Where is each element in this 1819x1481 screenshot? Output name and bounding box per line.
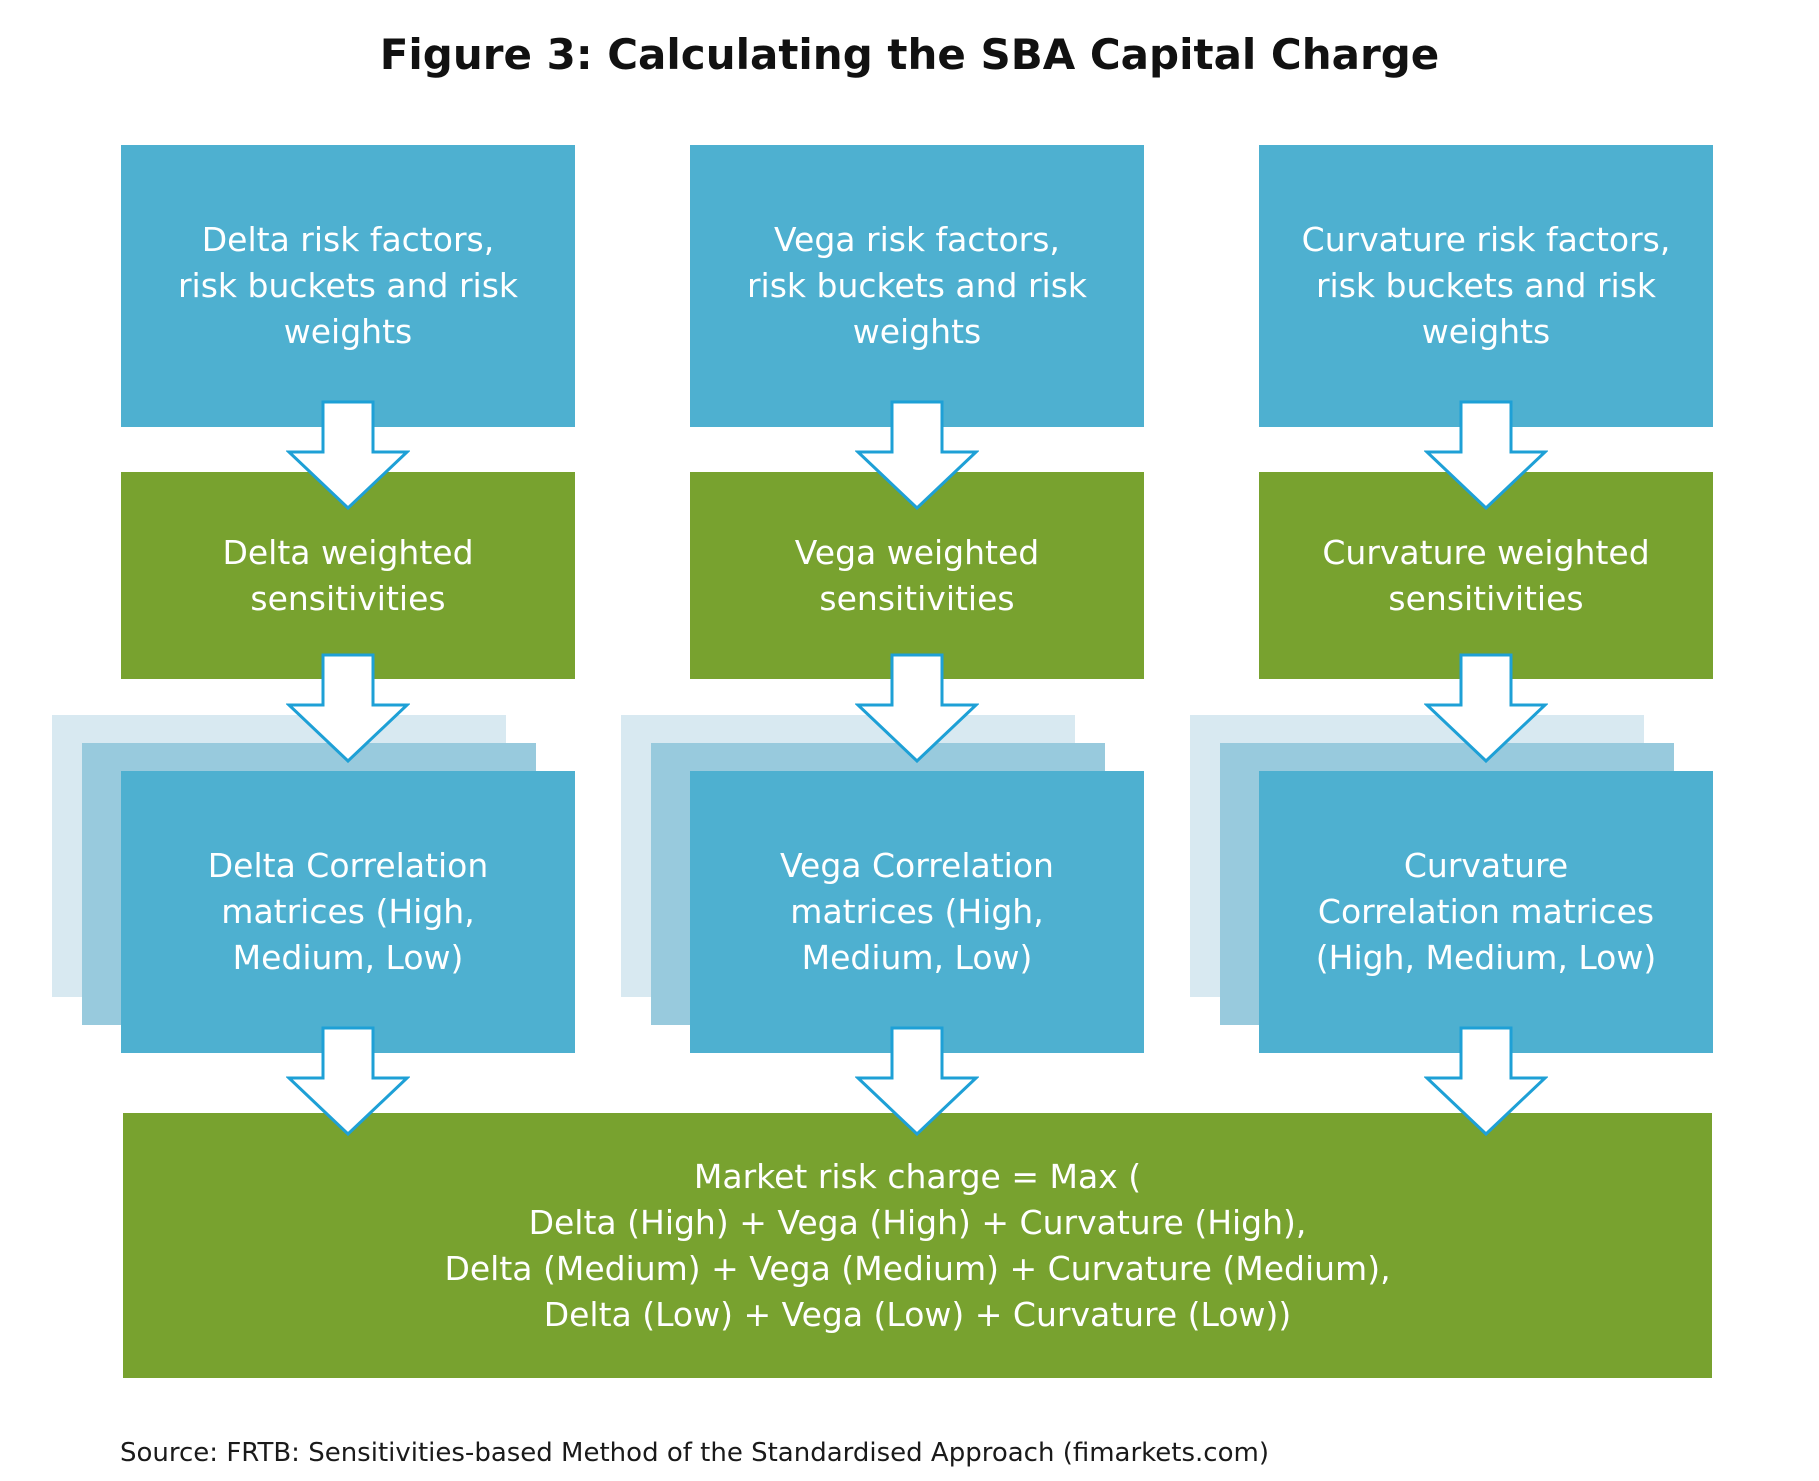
arrow-down-icon <box>1424 1026 1548 1138</box>
arrow-down-icon <box>286 1026 410 1138</box>
figure-title: Figure 3: Calculating the SBA Capital Ch… <box>379 30 1440 79</box>
source-note: Source: FRTB: Sensitivities-based Method… <box>120 1438 1269 1468</box>
vega-risk-factors-box: Vega risk factors, risk buckets and risk… <box>690 145 1144 427</box>
vega-correlation-box: Vega Correlation matrices (High, Medium,… <box>690 771 1144 1053</box>
arrow-down-icon <box>286 400 410 512</box>
arrow-down-icon <box>855 1026 979 1138</box>
arrow-down-icon <box>1424 400 1548 512</box>
curvature-correlation-box: Curvature Correlation matrices (High, Me… <box>1259 771 1713 1053</box>
curvature-risk-factors-box: Curvature risk factors, risk buckets and… <box>1259 145 1713 427</box>
vega-weighted-sensitivities-box: Vega weighted sensitivities <box>690 472 1144 679</box>
market-risk-charge-box: Market risk charge = Max ( Delta (High) … <box>123 1113 1712 1378</box>
arrow-down-icon <box>855 400 979 512</box>
arrow-down-icon <box>286 653 410 765</box>
arrow-down-icon <box>855 653 979 765</box>
arrow-down-icon <box>1424 653 1548 765</box>
delta-correlation-box: Delta Correlation matrices (High, Medium… <box>121 771 575 1053</box>
delta-risk-factors-box: Delta risk factors, risk buckets and ris… <box>121 145 575 427</box>
